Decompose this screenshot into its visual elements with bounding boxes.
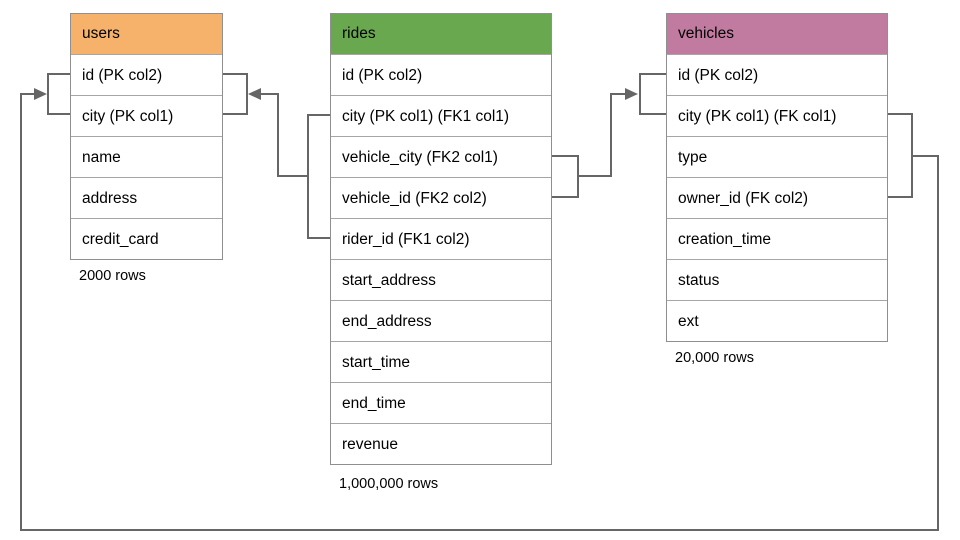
table-vehicles: vehicles id (PK col2)city (PK col1) (FK … [666,13,888,342]
column-row-start_time: start_time [331,341,551,382]
fk1-users-bracket [223,73,248,115]
column-row-id: id (PK col2) [331,54,551,95]
column-row-owner_id: owner_id (FK col2) [667,177,887,218]
table-users-rowcount: 2000 rows [79,268,146,284]
column-row-city: city (PK col1) (FK1 col1) [331,95,551,136]
fk-arrowhead-icon [34,88,47,100]
column-row-address: address [71,177,222,218]
column-row-revenue: revenue [331,423,551,464]
fk2-rides-bracket [552,155,579,198]
fk-perimeter-line [20,93,939,531]
column-row-credit_card: credit_card [71,218,222,259]
column-row-rider_id: rider_id (FK1 col2) [331,218,551,259]
column-row-start_address: start_address [331,259,551,300]
column-row-status: status [667,259,887,300]
column-row-id: id (PK col2) [667,54,887,95]
fk2-vehicles-bracket [639,73,666,115]
table-vehicles-header: vehicles [667,14,887,54]
column-row-name: name [71,136,222,177]
column-row-type: type [667,136,887,177]
fk1-elbow-line [250,93,308,177]
fk1-arrowhead-icon [248,88,261,100]
fk-users-bracket [47,73,70,115]
column-row-city: city (PK col1) [71,95,222,136]
column-row-vehicle_city: vehicle_city (FK2 col1) [331,136,551,177]
table-rides-rowcount: 1,000,000 rows [339,476,439,492]
column-row-vehicle_id: vehicle_id (FK2 col2) [331,177,551,218]
column-row-end_time: end_time [331,382,551,423]
table-rides: rides id (PK col2)city (PK col1) (FK1 co… [330,13,552,465]
column-row-id: id (PK col2) [71,54,222,95]
table-rides-header: rides [331,14,551,54]
column-row-city: city (PK col1) (FK col1) [667,95,887,136]
table-vehicles-rowcount: 20,000 rows [675,350,754,366]
column-row-end_address: end_address [331,300,551,341]
fk-vehicles-bracket [888,113,913,198]
table-users-header: users [71,14,222,54]
column-row-creation_time: creation_time [667,218,887,259]
fk2-elbow-line [578,93,634,177]
fk2-arrowhead-icon [625,88,638,100]
fk1-rides-bracket [307,114,330,239]
column-row-ext: ext [667,300,887,341]
